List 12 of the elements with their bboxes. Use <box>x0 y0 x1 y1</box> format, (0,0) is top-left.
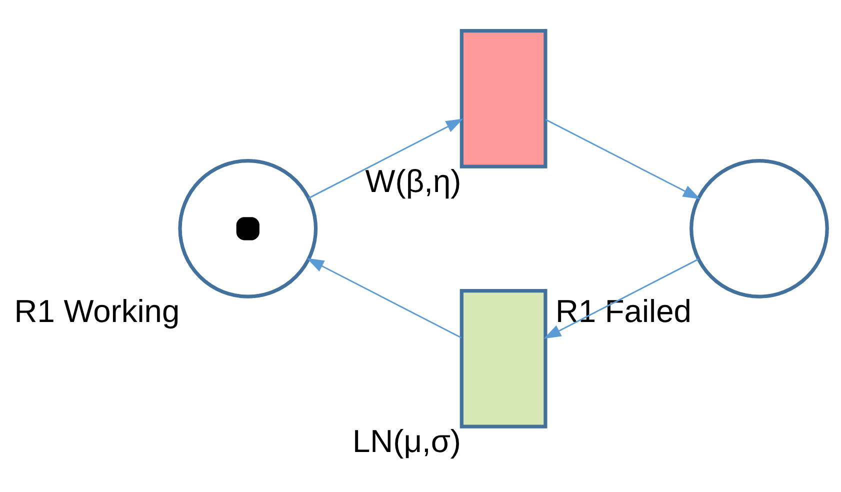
node-circle <box>178 158 318 298</box>
node-box <box>460 28 548 168</box>
node-label: LN(μ,σ) <box>352 422 462 459</box>
arrow <box>544 258 699 339</box>
node-label: R1 Working <box>14 292 180 329</box>
node-label: R1 Failed <box>555 292 692 329</box>
node-circle <box>690 158 829 298</box>
arrow <box>306 258 462 338</box>
arrow <box>545 118 700 200</box>
node-box <box>460 288 548 428</box>
arrow <box>308 118 464 199</box>
node-label: W(β,η) <box>365 162 462 199</box>
